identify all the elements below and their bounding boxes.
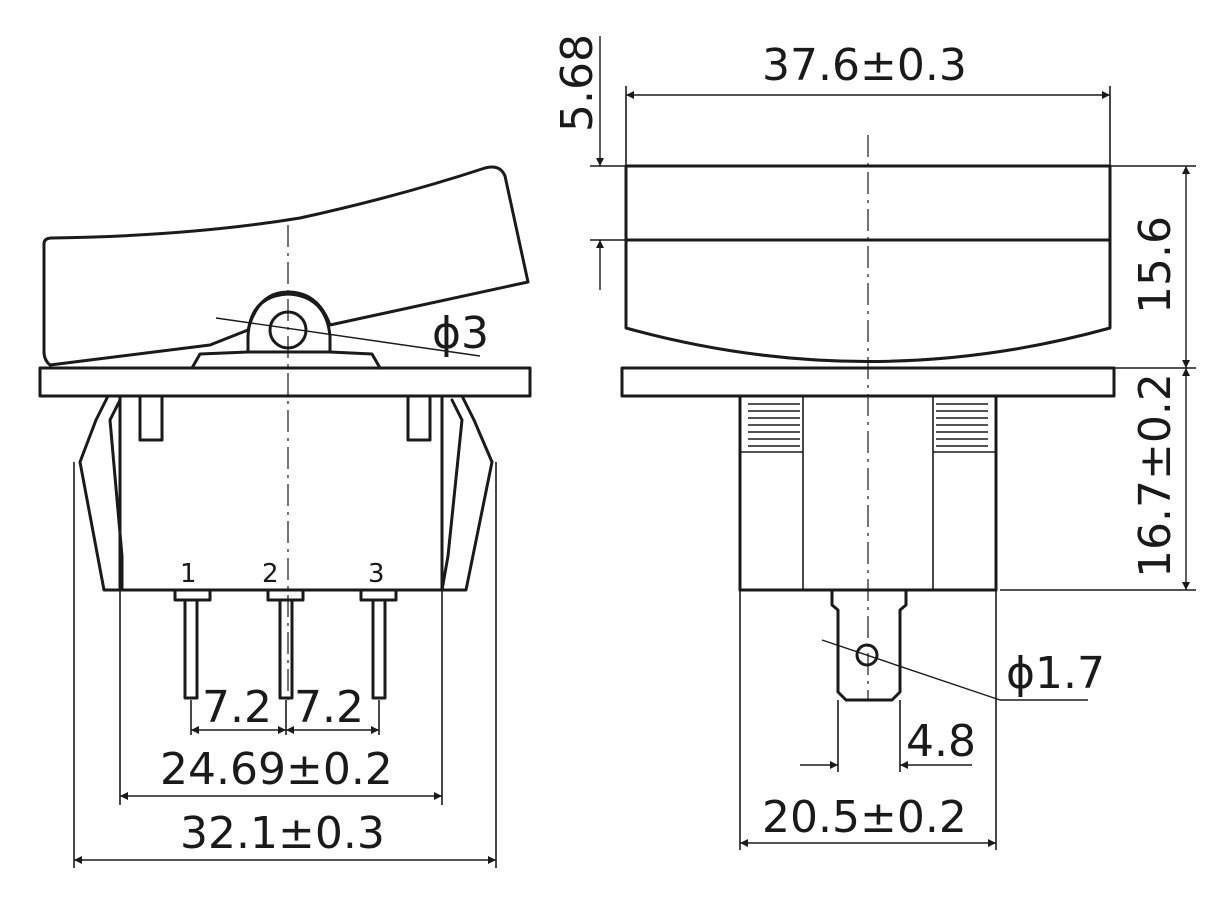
dim-terminal-hole-leader bbox=[821, 639, 1001, 701]
dim-pitch-left-label: 7.2 bbox=[202, 682, 272, 733]
slot-left bbox=[138, 394, 164, 442]
dim-total-length-label: 37.6±0.3 bbox=[762, 40, 967, 91]
pin-label-1: 1 bbox=[180, 559, 197, 589]
dim-cap-step-label: 5.68 bbox=[552, 34, 603, 132]
latch-right bbox=[440, 394, 494, 592]
pin-label-2: 2 bbox=[262, 559, 279, 589]
terminal-2 bbox=[266, 588, 305, 700]
flange-plate bbox=[38, 366, 532, 398]
pivot-base bbox=[190, 350, 382, 370]
dim-pitch-right-label: 7.2 bbox=[294, 682, 364, 733]
latch-left bbox=[78, 394, 124, 592]
dim-terminal-width-label: 4.8 bbox=[906, 716, 976, 767]
terminal-1 bbox=[173, 588, 212, 700]
front-terminal bbox=[830, 588, 908, 702]
side-view: 1 2 3 ϕ3 7.2 7.2 24.69±0.2 32.1±0.3 bbox=[38, 165, 532, 868]
dim-inner-width-label: 24.69±0.2 bbox=[160, 744, 393, 795]
body bbox=[118, 394, 444, 592]
slot-right bbox=[406, 394, 432, 442]
terminal-hole bbox=[855, 643, 879, 667]
ribs-right bbox=[936, 403, 988, 447]
dim-cap-height-label: 15.6 bbox=[1130, 216, 1181, 314]
front-cap bbox=[624, 164, 1112, 363]
ribs-left bbox=[748, 403, 800, 447]
dim-terminal-hole-label: ϕ1.7 bbox=[1006, 648, 1105, 699]
pin-label-3: 3 bbox=[368, 559, 385, 589]
dim-hole-leader bbox=[215, 317, 481, 357]
dim-hole-label: ϕ3 bbox=[432, 308, 489, 359]
terminal-3 bbox=[359, 588, 398, 700]
front-view: 37.6±0.3 5.68 15.6 16.7±0.2 ϕ1.7 4.8 20.… bbox=[552, 34, 1196, 850]
dim-body-width-label: 20.5±0.2 bbox=[762, 792, 967, 843]
dim-outer-width-label: 32.1±0.3 bbox=[180, 808, 385, 859]
dim-body-height-label: 16.7±0.2 bbox=[1130, 373, 1181, 578]
